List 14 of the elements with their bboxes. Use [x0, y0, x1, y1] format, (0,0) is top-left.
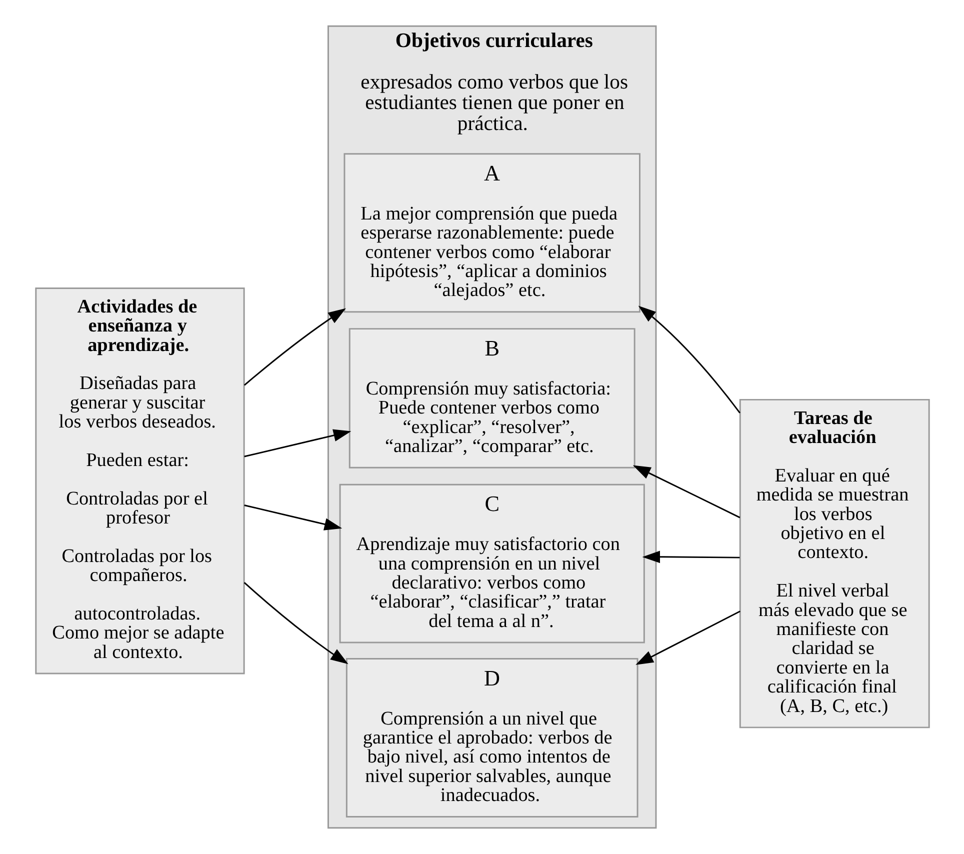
node-box: D Comprensión a un nivel que garantice el aprobado: verbos de bajo nivel, así como intentos de nivel superior salvables, aunque inadecuados. — [345, 658, 638, 818]
node-box: B Comprensión muy satisfactoria: Puede contener verbos como “explicar”, “resolver”, “analizar”, “comparar” etc. — [348, 328, 635, 468]
node-box: Actividades de enseñanza y aprendizaje. Diseñadas para generar y suscitar los verbos deseados. Pueden estar: Controladas por el profesor Controladas por los compañeros. autocontroladas. Como mejor se adapte al contexto. — [34, 287, 244, 674]
node-box: Tareas de evaluación Evaluar en qué medida se muestran los verbos objetivo en el contexto. El nivel verbal más elevado que se manifieste con claridad se convierte en la calificación final (A, B, C, etc.) — [738, 398, 930, 728]
arrow — [243, 308, 346, 386]
node-box: A La mejor comprensión que pueda esperarse razonablemente: puede contener verbos como “elaborar hipótesis”, “aplicar a dominios “alejados” etc. — [343, 153, 640, 313]
arrow — [632, 465, 740, 518]
arrow — [244, 504, 342, 530]
arrow — [642, 550, 740, 564]
arrow — [638, 306, 740, 414]
arrow — [243, 582, 348, 664]
arrow — [635, 610, 740, 665]
arrow — [244, 429, 351, 458]
node-box: C Aprendizaje muy satisfactorio con una comprensión en un nivel declarativo: verbos como “elaborar”, “clasificar”,” tratar del tema a al n”. — [338, 484, 644, 644]
